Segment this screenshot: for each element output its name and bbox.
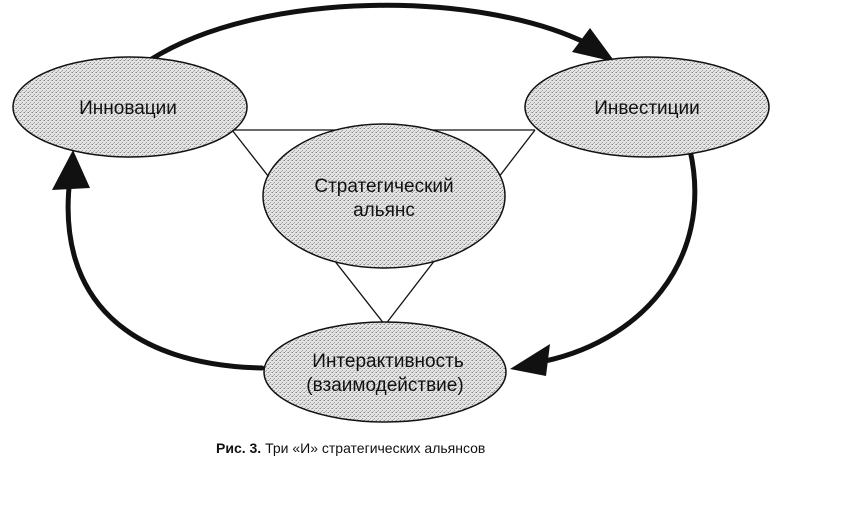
node-interactivity-shape xyxy=(263,321,507,423)
figure-caption-number: Рис. 3. xyxy=(216,440,262,456)
arrow-heads xyxy=(52,28,615,376)
arrow-innovations-to-investments xyxy=(147,2,591,63)
node-interactivity-label-line2: (взаимодействие) xyxy=(306,375,463,396)
cycle-arrows xyxy=(65,2,698,371)
node-alliance-shape xyxy=(262,123,506,269)
arrowhead-left xyxy=(52,150,90,190)
node-investments-label: Инвестиции xyxy=(594,98,700,119)
arrow-investments-to-interactivity xyxy=(532,147,698,366)
node-innovations: Инновации xyxy=(12,56,248,158)
node-innovations-shape xyxy=(12,56,248,158)
node-investments-shape xyxy=(524,56,770,158)
arrow-interactivity-to-innovations xyxy=(65,175,265,371)
node-interactivity: Интерактивность (взаимодействие) xyxy=(263,321,507,423)
node-innovations-label: Инновации xyxy=(79,98,177,119)
node-investments: Инвестиции xyxy=(524,56,770,158)
node-alliance: Стратегический альянс xyxy=(262,123,506,269)
figure-caption-text: Три «И» стратегических альянсов xyxy=(265,440,486,456)
node-interactivity-label-line1: Интерактивность xyxy=(312,351,464,372)
node-alliance-label-line2: альянс xyxy=(353,200,415,221)
node-alliance-label-line1: Стратегический xyxy=(314,176,453,197)
arrowhead-right xyxy=(572,28,615,62)
arrowhead-bottom xyxy=(510,344,550,376)
figure-caption: Рис. 3. Три «И» стратегических альянсов xyxy=(216,440,485,456)
